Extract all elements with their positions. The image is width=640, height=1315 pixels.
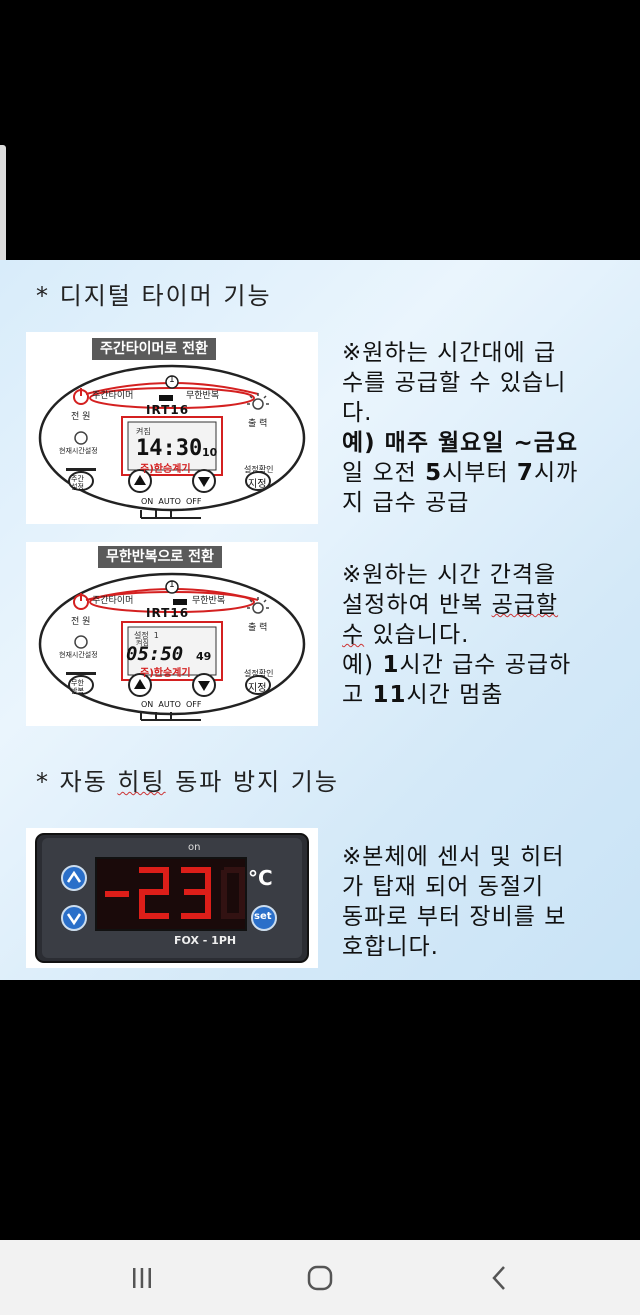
timer-panel-repeat: 무한반복으로 전환 주간타이머 무한반복 1 IRT16 전 원 현재시간설정 … <box>26 542 318 726</box>
save-button-label: 지정 <box>248 683 267 694</box>
desc-text: 시간 멈춤 <box>406 682 504 708</box>
panel-title: 주간타이머로 전환 <box>92 338 216 360</box>
desc-number: 7 <box>516 460 534 486</box>
section-heading-digital-timer: * 디지털 타이머 기능 <box>36 282 272 310</box>
desc-text: 있습니다. <box>364 622 470 648</box>
mode-number: 1 <box>169 580 175 590</box>
power-label: 전 원 <box>71 617 91 627</box>
heading-text: 동파 방지 기능 <box>165 768 339 796</box>
desc-line: 일 오전 5시부터 7시까 <box>342 458 632 488</box>
desc-number: 1 <box>382 652 400 678</box>
switch-labels: ON AUTO OFF <box>141 700 202 709</box>
desc-number: 5 <box>425 460 443 486</box>
desc-line: 수를 공급할 수 있습니 <box>342 370 567 396</box>
desc-text-underlined: 수 <box>342 622 365 648</box>
fox-thermostat-panel: on °C set FOX - 1PH <box>26 828 318 968</box>
home-icon <box>307 1265 333 1290</box>
switch-labels: ON AUTO OFF <box>141 497 202 506</box>
panel-title: 무한반복으로 전환 <box>98 546 222 568</box>
clock-set-label: 현재시간설정 <box>59 651 98 659</box>
description-anti-freeze: ※본체에 센서 및 히터 가 탑재 되어 동절기 동파로 부터 장비를 보 호합… <box>342 842 632 962</box>
desc-text: 시간 급수 공급하 <box>399 652 572 678</box>
desc-text: 설정하여 반복 <box>342 592 492 618</box>
back-icon <box>492 1265 505 1290</box>
desc-line: ※원하는 시간 간격을 <box>342 562 557 588</box>
desc-text: 시까 <box>533 460 579 486</box>
desc-line: 고 11시간 멈춤 <box>342 680 632 710</box>
desc-line: 수 있습니다. <box>342 620 632 650</box>
system-navigation-bar <box>0 1240 640 1315</box>
desc-line: 가 탑재 되어 동절기 <box>342 874 545 900</box>
timer-panel-graphic <box>38 572 306 721</box>
display-time: 14:30 <box>136 436 203 461</box>
desc-line: 호합니다. <box>342 934 439 960</box>
mode-number: 1 <box>169 375 175 385</box>
desc-line: 설정하여 반복 공급할 <box>342 590 632 620</box>
fox-brand-label: FOX - 1PH <box>174 934 237 947</box>
unit-label: °C <box>248 866 273 890</box>
left-button-label: 주간 설정 <box>71 475 84 491</box>
desc-text: 고 <box>342 682 373 708</box>
power-label: 전 원 <box>71 412 91 422</box>
recent-apps-icon <box>133 1267 151 1288</box>
display-top-label: 켜짐 <box>136 639 149 647</box>
desc-line: 예) 매주 월요일 ~금요 <box>342 428 632 458</box>
display-time: 05:50 <box>126 643 184 665</box>
desc-line: 동파로 부터 장비를 보 <box>342 904 567 930</box>
desc-text: 시부터 <box>442 460 517 486</box>
left-button-label: 무한 반복 <box>71 679 84 695</box>
desc-line: 지 급수 공급 <box>342 490 470 516</box>
desc-text: 예) 매주 월요일 ~금요 <box>342 430 579 456</box>
display-seconds: 49 <box>196 650 212 663</box>
check-label: 설정확인 <box>244 669 274 678</box>
set-button-label: set <box>254 911 272 922</box>
desc-line: ※본체에 센서 및 히터 <box>342 844 565 870</box>
desc-text: 예) <box>342 652 383 678</box>
on-indicator-label: on <box>188 842 201 853</box>
slide-image: * 디지털 타이머 기능 주간타이머로 전환 주 <box>0 260 640 980</box>
back-button[interactable] <box>450 1240 550 1315</box>
fox-thermostat-graphic <box>35 833 309 963</box>
desc-line: 다. <box>342 400 373 426</box>
display-mode-label: 설정 1 <box>134 631 159 640</box>
check-label: 설정확인 <box>244 465 274 474</box>
desc-text: 일 오전 <box>342 460 426 486</box>
company-label: 주)한승계기 <box>140 668 191 679</box>
output-label: 출 력 <box>248 419 268 429</box>
heading-text-underlined: 히팅 <box>117 768 166 796</box>
brand-label: IRT16 <box>146 606 190 620</box>
description-repeat: ※원하는 시간 간격을 설정하여 반복 공급할 수 있습니다. 예) 1시간 급… <box>342 560 632 710</box>
desc-line: 예) 1시간 급수 공급하 <box>342 650 632 680</box>
desc-line: ※원하는 시간대에 급 <box>342 340 557 366</box>
output-label: 출 력 <box>248 623 268 633</box>
company-label: 주)한승계기 <box>140 464 191 475</box>
save-button-label: 지정 <box>248 479 267 490</box>
display-seconds: 10 <box>202 446 218 459</box>
clock-set-label: 현재시간설정 <box>59 447 98 455</box>
mode-right-label: 무한반복 <box>186 391 220 401</box>
timer-panel-weekly: 주간타이머로 전환 주간타이머 무한반복 1 IRT16 전 원 현재시간설정 … <box>26 332 318 524</box>
home-button[interactable] <box>270 1240 370 1315</box>
description-weekly: ※원하는 시간대에 급 수를 공급할 수 있습니 다. 예) 매주 월요일 ~금… <box>342 338 632 518</box>
desc-number: 11 <box>372 682 407 708</box>
display-top-label: 켜짐 <box>136 427 151 436</box>
brand-label: IRT16 <box>146 403 190 417</box>
heading-text: * 자동 <box>36 768 118 796</box>
timer-panel-graphic <box>38 364 306 519</box>
mode-left-label: 주간타이머 <box>92 596 134 606</box>
desc-text-underlined: 공급할 <box>491 592 559 618</box>
mode-left-label: 주간타이머 <box>92 391 134 401</box>
recent-apps-button[interactable] <box>92 1240 192 1315</box>
section-heading-anti-freeze: * 자동 히팅 동파 방지 기능 <box>36 762 339 797</box>
mode-right-label: 무한반복 <box>192 596 226 606</box>
